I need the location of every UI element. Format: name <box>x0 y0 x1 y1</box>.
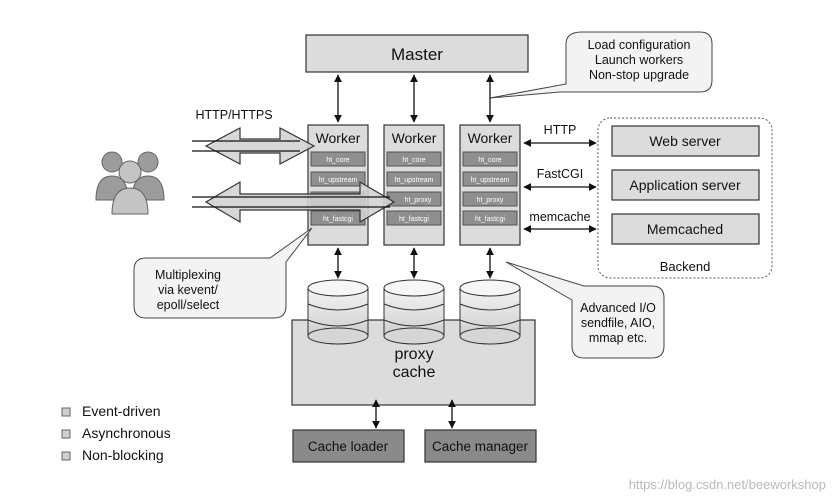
svg-text:ht_core: ht_core <box>326 157 349 164</box>
callout-multiplex-line-3: epoll/select <box>157 298 220 312</box>
worker-2: Worker ht_core ht_upstream ht_proxy ht_f… <box>383 124 445 246</box>
worker-2-module-2 <box>386 171 442 187</box>
worker-3-module-2 <box>462 171 518 187</box>
users-icon <box>95 151 165 215</box>
worker-1: Worker ht_core ht_upstream ht_fastcgi <box>307 124 369 246</box>
legend: Event-driven Asynchronous Non-blocking <box>61 403 171 463</box>
master-worker-arrows <box>334 74 494 123</box>
callout-io-line-1: Advanced I/O <box>580 301 656 315</box>
storage-cylinder-1 <box>307 279 369 345</box>
legend-marker-2 <box>61 429 71 439</box>
callout-master-line-3: Non-stop upgrade <box>589 68 689 82</box>
legend-item-1: Event-driven <box>82 403 161 419</box>
worker-1-module-1 <box>310 151 366 167</box>
cache-loader-label: Cache loader <box>308 439 389 454</box>
callout-io-line-2: sendfile, AIO, <box>581 316 655 330</box>
storage-cylinder-3 <box>459 279 521 345</box>
callout-multiplex: Multiplexing via kevent/ epoll/select <box>133 227 313 319</box>
callout-master: Load configuration Launch workers Non-st… <box>489 31 713 99</box>
link-http-label: HTTP <box>544 123 577 137</box>
application-server-label: Application server <box>629 177 741 193</box>
cache-manager-label: Cache manager <box>432 439 529 454</box>
proxy-cache-line-1: proxy <box>394 346 433 363</box>
link-fastcgi-label: FastCGI <box>537 167 584 181</box>
backend-label: Backend <box>660 259 711 274</box>
client-connection-lines <box>192 140 390 208</box>
worker-3-module-3 <box>462 191 518 207</box>
worker-2-module-4 <box>386 210 442 226</box>
connection-arrow-1 <box>204 127 316 165</box>
cache-loader-box: Cache loader <box>292 429 405 463</box>
svg-text:ht_upstream: ht_upstream <box>471 177 510 184</box>
master-box: Master <box>305 34 529 73</box>
svg-text:ht_fastcgi: ht_fastcgi <box>323 216 353 223</box>
callout-multiplex-line-1: Multiplexing <box>155 268 221 282</box>
svg-text:ht_proxy: ht_proxy <box>477 197 504 204</box>
memcached-label: Memcached <box>647 221 723 237</box>
svg-text:ht_fastcgi: ht_fastcgi <box>475 216 505 223</box>
protocol-in-label: HTTP/HTTPS <box>195 108 272 122</box>
svg-text:ht_upstream: ht_upstream <box>319 177 358 184</box>
callout-master-line-2: Launch workers <box>595 53 683 67</box>
worker-1-title: Worker <box>316 130 361 146</box>
callout-io: Advanced I/O sendfile, AIO, mmap etc. <box>505 261 665 359</box>
connection-arrow-2 <box>204 180 396 224</box>
worker-storage-arrows <box>334 247 494 279</box>
worker-1-module-2 <box>310 171 366 187</box>
svg-text:ht_core: ht_core <box>402 157 425 164</box>
worker-3: Worker ht_core ht_upstream ht_proxy ht_f… <box>459 124 521 246</box>
legend-marker-1 <box>61 407 71 417</box>
web-server-box <box>611 125 760 157</box>
legend-item-3: Non-blocking <box>82 447 164 463</box>
callout-master-line-1: Load configuration <box>588 38 691 52</box>
storage-cylinder-2 <box>383 279 445 345</box>
svg-text:ht_upstream: ht_upstream <box>395 177 434 184</box>
watermark: https://blog.csdn.net/beeworkshop <box>629 477 826 492</box>
legend-item-2: Asynchronous <box>82 425 171 441</box>
proxy-cache-line-2: cache <box>393 364 436 381</box>
application-server-box <box>611 169 760 201</box>
web-server-label: Web server <box>649 133 721 149</box>
worker-3-module-1 <box>462 151 518 167</box>
worker-3-module-4 <box>462 210 518 226</box>
worker-3-title: Worker <box>468 130 513 146</box>
worker-2-title: Worker <box>392 130 437 146</box>
link-memcache-label: memcache <box>529 210 590 224</box>
callout-io-line-3: mmap etc. <box>589 331 647 345</box>
svg-text:ht_fastcgi: ht_fastcgi <box>399 216 429 223</box>
master-label: Master <box>391 45 443 64</box>
svg-text:ht_proxy: ht_proxy <box>405 197 432 204</box>
cache-manager-box: Cache manager <box>424 429 537 463</box>
svg-text:ht_core: ht_core <box>478 157 501 164</box>
backend-links: HTTP FastCGI memcache <box>523 123 597 233</box>
backend-group: Web server Application server Memcached … <box>597 117 773 279</box>
cache-process-arrows <box>372 399 456 429</box>
worker-2-module-1 <box>386 151 442 167</box>
legend-marker-3 <box>61 451 71 461</box>
memcached-box <box>611 213 760 245</box>
callout-multiplex-line-2: via kevent/ <box>158 283 218 297</box>
